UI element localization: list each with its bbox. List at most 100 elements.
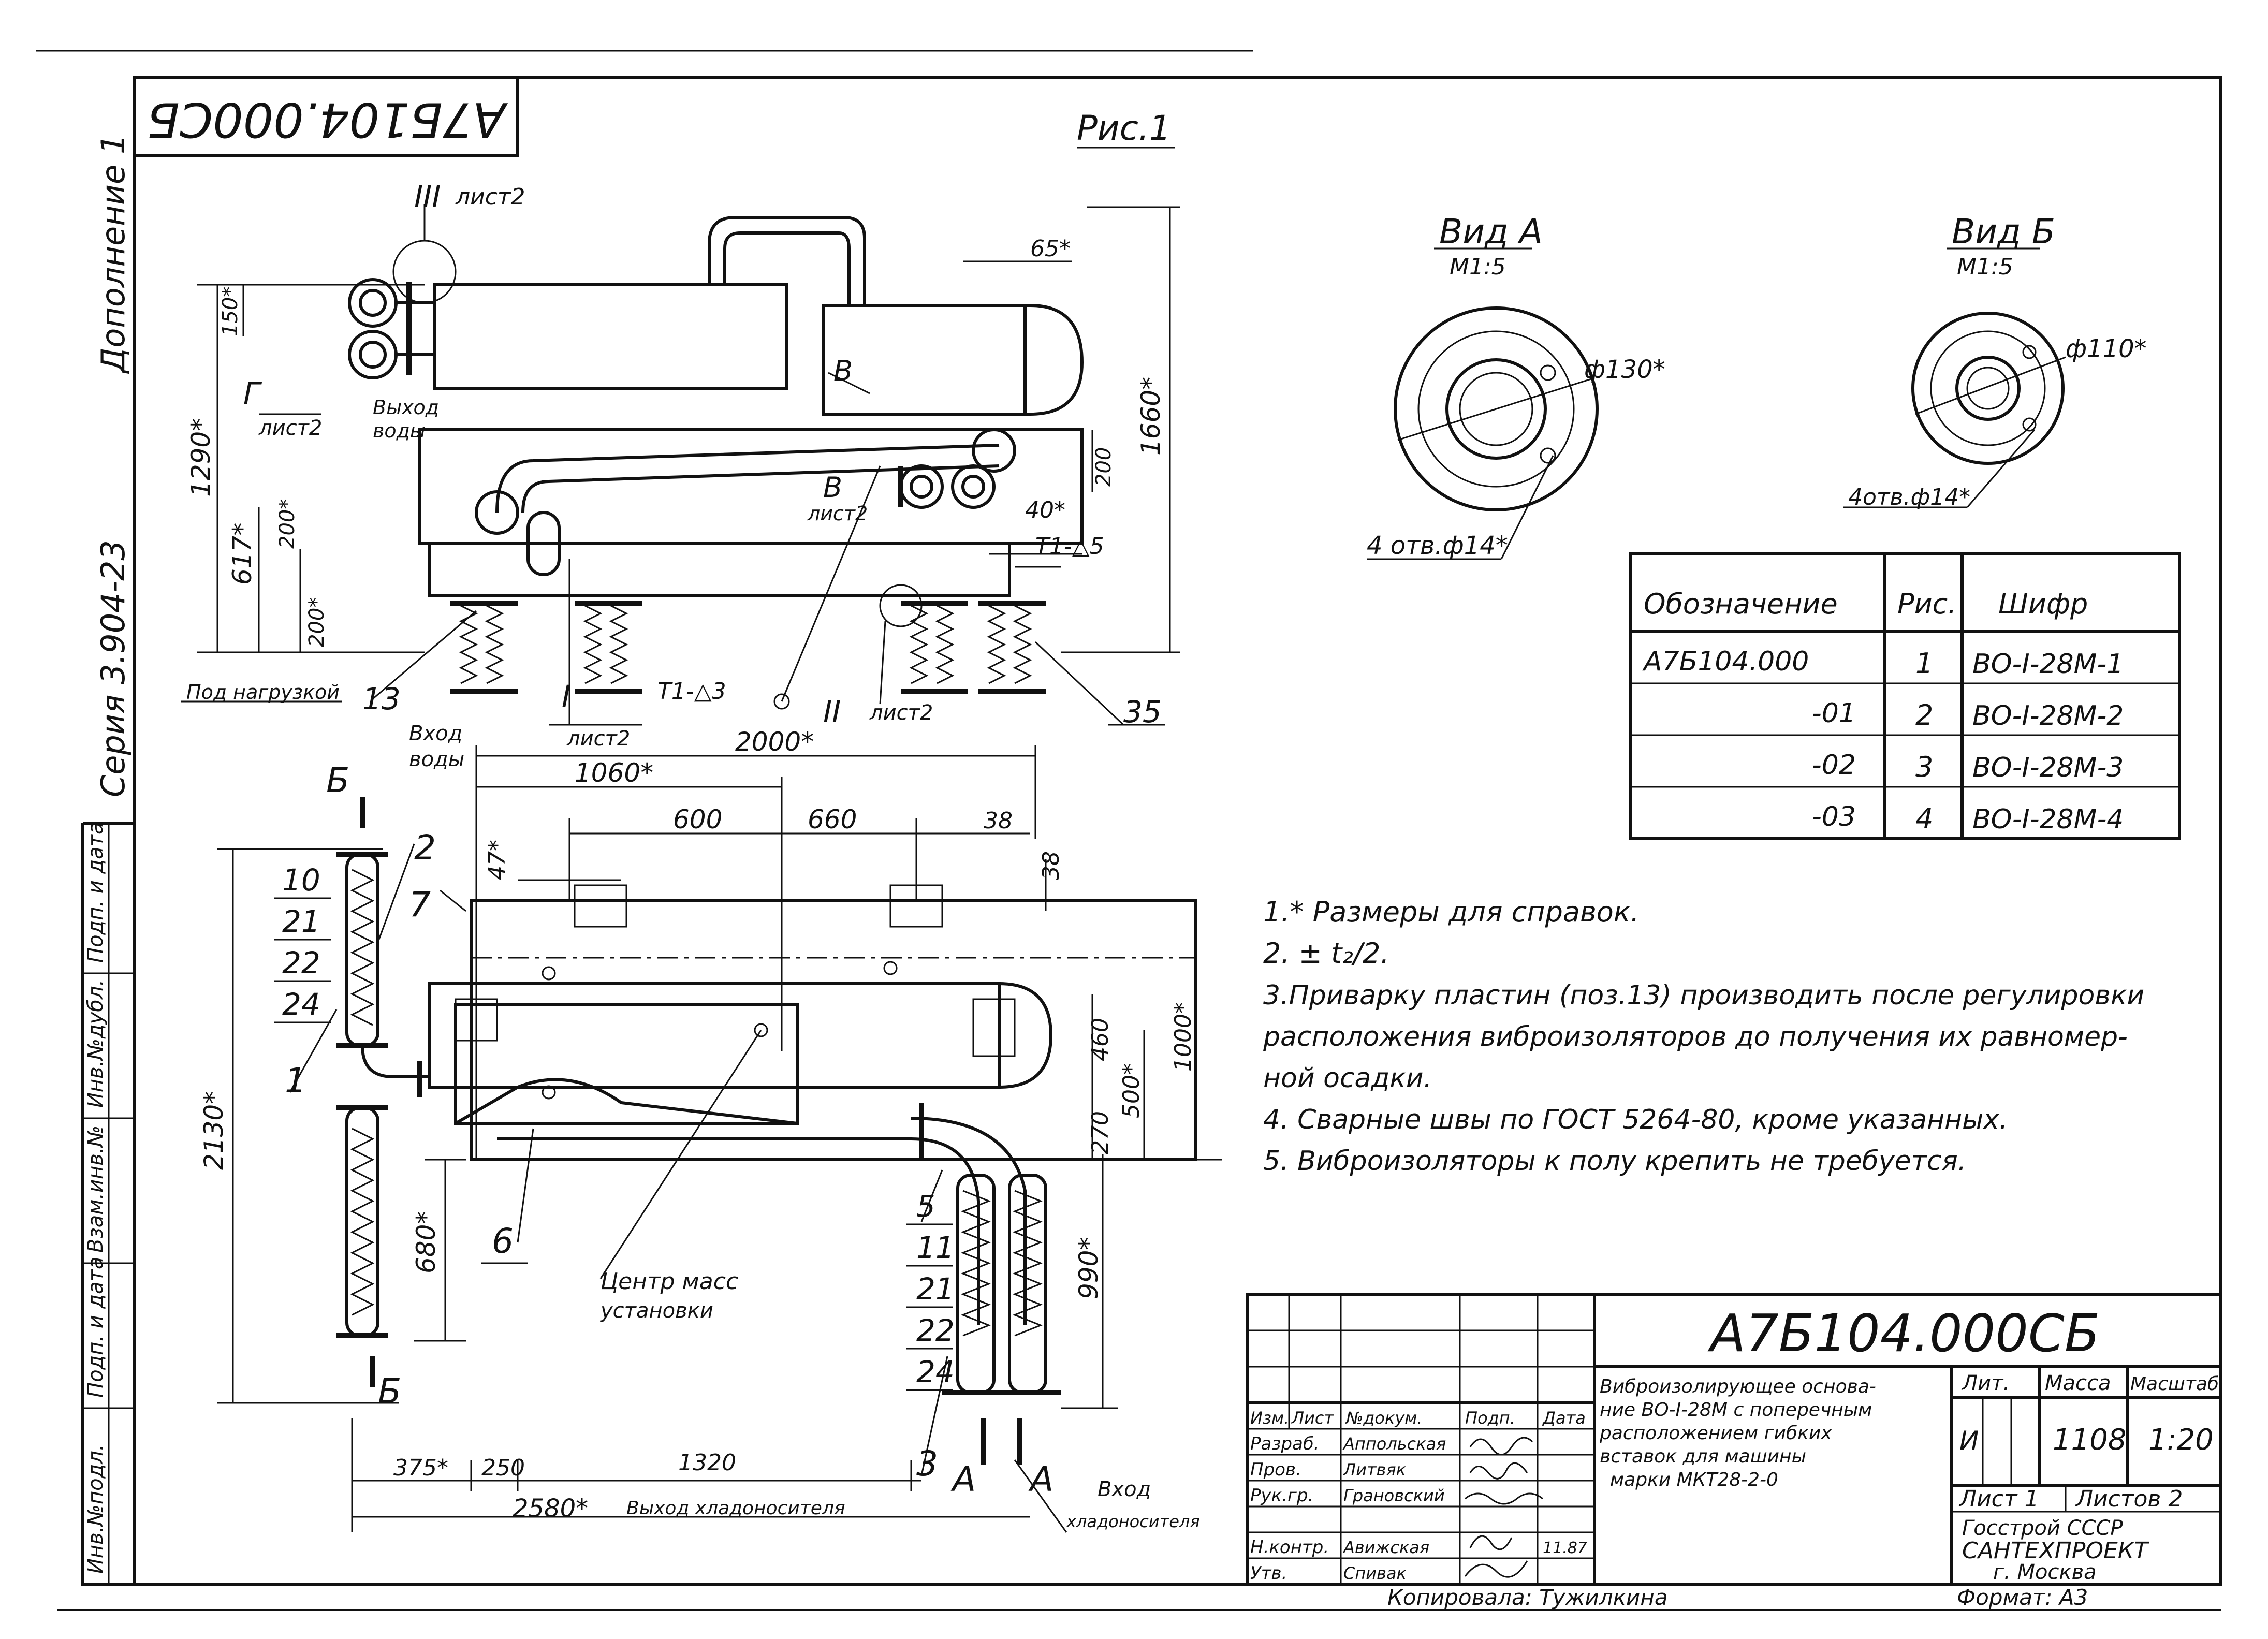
- tb-col-sign: Подп.: [1465, 1408, 1515, 1428]
- inlet-label: Вход: [409, 722, 462, 745]
- side-stamp-1: Инв.№подл.: [84, 1444, 108, 1574]
- doc-code-top: А7Б104.000СБ: [147, 92, 508, 148]
- detail-II-label: II: [823, 694, 841, 729]
- side-stamp-2: Подп. и дата: [84, 1257, 108, 1398]
- pos-7: 7: [409, 885, 431, 925]
- coolant-in-label-2: хладоносителя: [1066, 1512, 1200, 1531]
- tb-role-4: Н.контр.: [1250, 1537, 1329, 1558]
- tb-role-1: Разраб.: [1250, 1433, 1320, 1454]
- spec-row-3-code: ВО-I-28М-3: [1972, 752, 2124, 783]
- dim-1320: 1320: [678, 1450, 736, 1476]
- under-load-label: Под нагрузкой: [186, 681, 340, 704]
- view-a-scale: М1:5: [1450, 254, 1506, 280]
- dim-200b: 200*: [305, 597, 329, 647]
- spec-row-3-designation: -02: [1812, 750, 1856, 781]
- tb-col-date: Дата: [1542, 1408, 1586, 1428]
- detail-I-sheet: лист2: [566, 727, 630, 751]
- tb-hdr-mass: Масса: [2045, 1371, 2111, 1395]
- dim-2580: 2580*: [513, 1494, 588, 1523]
- dim-617: 617*: [227, 523, 257, 585]
- signature-2: [1469, 1462, 1528, 1480]
- spec-row-1-fig: 1: [1915, 647, 1933, 680]
- signature-1: [1469, 1437, 1533, 1456]
- tb-hdr-scale: Масштаб: [2130, 1373, 2219, 1395]
- spec-row-4-designation: -03: [1812, 801, 1856, 832]
- tb-col-izm: Изм.: [1250, 1408, 1289, 1428]
- signature-3: [1465, 1492, 1543, 1505]
- title-block: Изм. Лист №докум. Подп. Дата Разраб. Апп…: [1246, 1293, 2222, 1586]
- outlet-label-2: воды: [373, 419, 426, 442]
- pos-11: 11: [916, 1230, 955, 1265]
- tb-role-3: Рук.гр.: [1250, 1485, 1313, 1506]
- view-b-title: Вид Б: [1952, 212, 2055, 252]
- note-5: 5. Виброизоляторы к полу крепить не треб…: [1263, 1146, 1966, 1177]
- view-b-diam: ф110*: [2066, 334, 2147, 363]
- tb-doc-code: А7Б104.000СБ: [1707, 1303, 2100, 1364]
- tb-hdr-lit: Лит.: [1961, 1371, 2010, 1395]
- side-series-text: Серия 3.904-23: [94, 540, 132, 797]
- tb-scale: 1:20: [2148, 1423, 2214, 1457]
- section-b-top: Б: [326, 760, 349, 800]
- spec-row-2-fig: 2: [1915, 699, 1933, 731]
- tb-name-line-2: ние ВО-I-28М с поперечным: [1600, 1399, 1872, 1421]
- pos-1: 1: [285, 1061, 306, 1101]
- dim-990: 990*: [1074, 1237, 1104, 1299]
- tb-org-2: САНТЕХПРОЕКТ: [1962, 1538, 2149, 1564]
- dim-2000: 2000*: [735, 727, 814, 757]
- section-a-left: А: [950, 1459, 976, 1499]
- top-view: III лист2 Г лист2 Выход воды В В лист2 П…: [181, 179, 1180, 751]
- spec-row-1-code: ВО-I-28М-1: [1972, 649, 2124, 680]
- dim-200a: 200*: [275, 499, 299, 549]
- dim-2130: 2130*: [199, 1091, 229, 1170]
- dim-1060: 1060*: [575, 758, 653, 788]
- coolant-in-label: Вход: [1098, 1477, 1151, 1501]
- section-a-right: А: [1028, 1459, 1053, 1499]
- spec-header-designation: Обозначение: [1644, 588, 1838, 620]
- pos-13: 13: [362, 681, 401, 716]
- dim-38a: 38: [984, 808, 1013, 834]
- pos-24b: 24: [916, 1354, 955, 1389]
- dim-200c: 200: [1092, 447, 1116, 487]
- side-stamp-3: Взам.инв.№: [84, 1125, 108, 1253]
- pos-6: 6: [492, 1221, 514, 1261]
- dim-660: 660: [808, 804, 857, 835]
- tb-col-doc: №докум.: [1345, 1408, 1423, 1428]
- dim-270: 270: [1087, 1111, 1114, 1154]
- view-a-title: Вид А: [1439, 212, 1543, 252]
- side-addition-text: Дополнение 1: [94, 134, 132, 374]
- tb-role-2: Пров.: [1250, 1459, 1301, 1480]
- note-3: 3.Приварку пластин (поз.13) производить …: [1263, 980, 2144, 1011]
- dim-1290: 1290*: [186, 418, 216, 497]
- note-3-end: ной осадки.: [1263, 1063, 1432, 1094]
- front-view: Вход воды Б Б 2 7 10 21 22 24 1 6 5 11 2…: [199, 722, 1222, 1533]
- tb-name-2: Литвяк: [1343, 1460, 1407, 1480]
- side-stamp-strip: Инв.№подл. Подп. и дата Взам.инв.№ Инв.№…: [83, 134, 135, 1584]
- dim-47: 47*: [484, 840, 510, 880]
- tb-name-4: Авижская: [1342, 1538, 1429, 1557]
- pos-22b: 22: [916, 1313, 955, 1348]
- tb-col-list: Лист: [1291, 1408, 1334, 1428]
- copied-by: Копировала: Тужилкина: [1387, 1585, 1668, 1610]
- signature-4: [1469, 1535, 1513, 1550]
- note-2: 2. ± t₂/2.: [1263, 937, 1389, 970]
- tb-name-5: Спивак: [1343, 1563, 1407, 1583]
- pos-10: 10: [282, 862, 320, 898]
- tb-name-line-3: расположением гибких: [1599, 1423, 1832, 1444]
- dim-150: 150*: [218, 287, 242, 336]
- tb-role-5: Утв.: [1250, 1563, 1287, 1584]
- pos-21: 21: [282, 904, 320, 939]
- spec-row-4-fig: 4: [1915, 802, 1933, 835]
- dim-600: 600: [673, 804, 722, 835]
- center-mass-label: Центр масс: [601, 1268, 738, 1295]
- dim-38b: 38: [1038, 851, 1064, 880]
- tb-name-3: Грановский: [1343, 1486, 1445, 1505]
- tb-lit-value: И: [1959, 1426, 1979, 1456]
- detail-III-sheet: лист2: [455, 184, 525, 210]
- detail-III-label: III: [414, 179, 441, 214]
- view-b-holes: 4отв.ф14*: [1848, 484, 1970, 510]
- note-4: 4. Сварные швы по ГОСТ 5264-80, кроме ук…: [1263, 1104, 2008, 1135]
- tb-sheet: Лист 1: [1958, 1486, 2039, 1512]
- inlet-label-2: воды: [409, 748, 464, 771]
- v-sheet-label: лист2: [807, 502, 868, 525]
- pos-35: 35: [1123, 694, 1162, 729]
